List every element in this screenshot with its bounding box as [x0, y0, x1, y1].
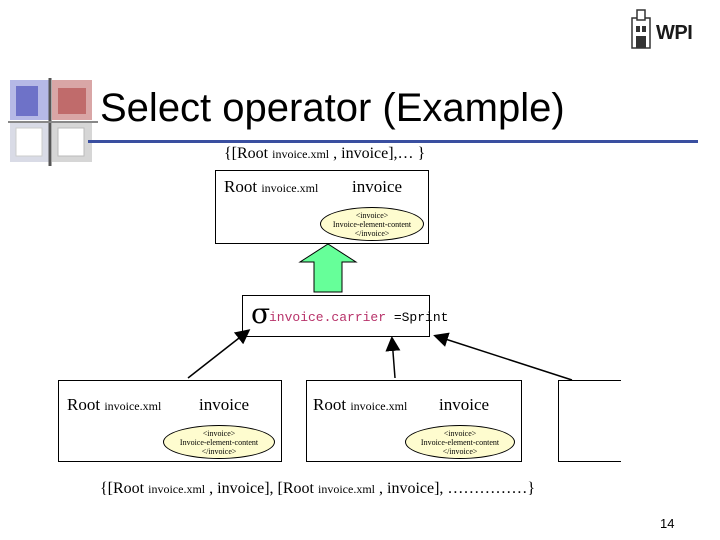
result-invoice-element: <invoice> Invoice-element-content </invo…	[320, 207, 424, 241]
wpi-logo-text: WPI	[656, 22, 693, 44]
input-document-box-1: Root invoice.xml invoice <invoice> Invoi…	[58, 380, 282, 462]
ds-logo	[8, 78, 98, 166]
input2-invoice-label: invoice	[439, 395, 490, 414]
sigma-symbol: σ	[251, 297, 271, 330]
wpi-tower-icon	[631, 9, 651, 49]
top-result-set: {[Root invoice.xml , invoice],… }	[224, 145, 426, 162]
input1-arrow	[187, 329, 251, 379]
result-up-arrow	[298, 243, 358, 293]
input2-root-label: Root invoice.xml	[313, 395, 408, 414]
select-predicate: invoice.carrier =Sprint	[269, 310, 449, 325]
input-collection-set: {[Root invoice.xml , invoice], [Root inv…	[100, 480, 536, 497]
input-document-box-3	[558, 380, 621, 462]
input1-invoice-element: <invoice> Invoice-element-content </invo…	[163, 425, 275, 459]
wpi-logo: WPI	[628, 8, 708, 50]
slide-title: Select operator (Example)	[100, 86, 565, 130]
select-operator-box: σ invoice.carrier =Sprint	[242, 295, 448, 337]
input1-root-label: Root invoice.xml	[67, 395, 162, 414]
input1-invoice-label: invoice	[199, 395, 250, 414]
result-root-label: Root invoice.xml	[224, 177, 319, 196]
result-invoice-label: invoice	[352, 177, 403, 196]
result-document-box: Root invoice.xml invoice <invoice> Invoi…	[215, 170, 429, 244]
input3-arrow	[433, 332, 573, 381]
input2-invoice-element: <invoice> Invoice-element-content </invo…	[405, 425, 515, 459]
input2-arrow	[385, 336, 401, 379]
title-rule	[88, 140, 698, 143]
page-number: 14	[660, 516, 675, 531]
input-document-box-2: Root invoice.xml invoice <invoice> Invoi…	[306, 380, 522, 462]
